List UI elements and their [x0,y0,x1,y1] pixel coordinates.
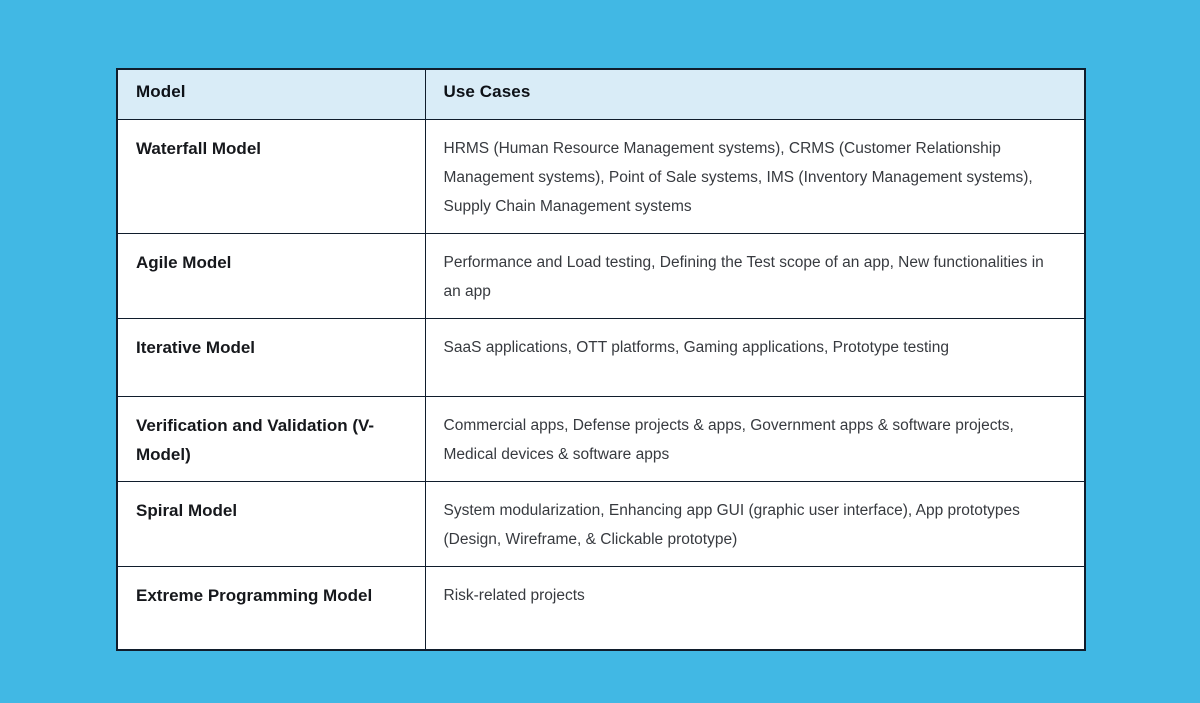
use-cases-text: Risk-related projects [424,565,1086,651]
model-name: Waterfall Model [116,118,426,234]
column-header-use-cases: Use Cases [424,68,1086,120]
use-cases-text: System modularization, Enhancing app GUI… [424,480,1086,567]
header-row: Model Use Cases [116,68,1086,120]
models-use-cases-table: Model Use Cases Waterfall Model HRMS (Hu… [116,68,1086,651]
table-row: Extreme Programming Model Risk-related p… [116,565,1086,651]
use-cases-text: Commercial apps, Defense projects & apps… [424,395,1086,482]
models-use-cases-table-container: Model Use Cases Waterfall Model HRMS (Hu… [116,68,1086,651]
use-cases-text: Performance and Load testing, Defining t… [424,232,1086,319]
model-name: Agile Model [116,232,426,319]
model-name: Verification and Validation (V-Model) [116,395,426,482]
table-row: Agile Model Performance and Load testing… [116,232,1086,319]
model-name: Spiral Model [116,480,426,567]
use-cases-text: SaaS applications, OTT platforms, Gaming… [424,317,1086,397]
table-row: Spiral Model System modularization, Enha… [116,480,1086,567]
column-header-model: Model [116,68,426,120]
table-row: Iterative Model SaaS applications, OTT p… [116,317,1086,397]
model-name: Extreme Programming Model [116,565,426,651]
table-row: Verification and Validation (V-Model) Co… [116,395,1086,482]
table-row: Waterfall Model HRMS (Human Resource Man… [116,118,1086,234]
use-cases-text: HRMS (Human Resource Management systems)… [424,118,1086,234]
model-name: Iterative Model [116,317,426,397]
